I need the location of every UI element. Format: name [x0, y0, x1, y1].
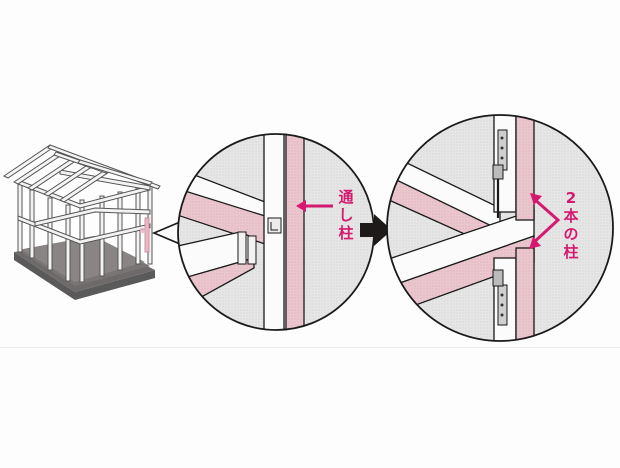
highlighted-column — [144, 217, 150, 253]
label-char: 2 — [565, 189, 577, 207]
house-frame-illustration — [3, 144, 161, 300]
label-char: 通 — [338, 188, 354, 206]
label-char: し — [338, 206, 354, 224]
hold-down-hardware-lower — [492, 269, 508, 326]
hold-down-hardware-upper — [492, 129, 508, 218]
two-column-callout — [386, 114, 614, 342]
label-char: 柱 — [338, 224, 354, 242]
label-char: の — [563, 225, 579, 243]
two-columns-label: 2 本 の 柱 — [560, 189, 582, 261]
through-column-label: 通 し 柱 — [336, 188, 356, 242]
transition-arrow-icon — [360, 214, 392, 246]
bottom-divider — [0, 347, 620, 348]
label-char: 柱 — [563, 243, 579, 261]
label-char: 本 — [563, 207, 579, 225]
